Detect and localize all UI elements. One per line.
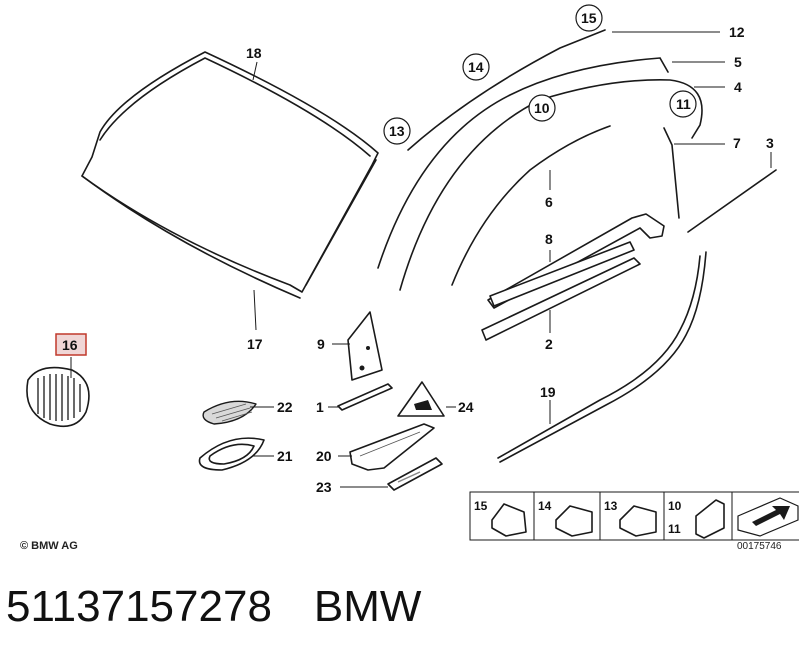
strip-1-part: [337, 383, 393, 411]
part-number: 51137157278: [6, 582, 272, 631]
caption: 51137157278 BMW: [6, 582, 796, 652]
callout-19: 19: [540, 384, 556, 400]
callout-24: 24: [458, 399, 474, 415]
frame-21-part: [198, 437, 265, 471]
legend-14: 14: [538, 499, 552, 513]
callout-2: 2: [545, 336, 553, 352]
reference-code: 00175746: [737, 541, 782, 552]
callout-8: 8: [545, 231, 553, 247]
callout-7: 7: [733, 135, 741, 151]
door-seal-19-inner: [499, 251, 707, 463]
windscreen-part: [81, 51, 379, 299]
callout-15: 15: [581, 10, 597, 26]
legend-11: 11: [668, 522, 681, 536]
callout-3: 3: [766, 135, 774, 151]
strip-3: [687, 169, 777, 233]
callout-10: 10: [534, 100, 550, 116]
callout-18: 18: [246, 45, 262, 61]
ring-11: [669, 90, 697, 118]
ring-15: [575, 4, 603, 32]
callout-21: 21: [277, 448, 293, 464]
mesh-grille-22-part: [202, 400, 257, 425]
leader-17: [253, 289, 257, 331]
arrow-icon: [752, 506, 790, 526]
callout-13: 13: [389, 123, 405, 139]
window-strip-8-part: [487, 213, 665, 309]
clip-15-icon: [491, 503, 527, 537]
callout-16: 16: [62, 337, 78, 353]
ring-10: [528, 94, 556, 122]
badge-23-part: [387, 457, 443, 491]
callout-9: 9: [317, 336, 325, 352]
callout-20: 20: [316, 448, 332, 464]
legend-13: 13: [604, 499, 618, 513]
callout-23: 23: [316, 479, 332, 495]
callout-5: 5: [734, 54, 742, 70]
callout-14: 14: [468, 59, 484, 75]
callout-6: 6: [545, 194, 553, 210]
leader-18: [252, 61, 258, 81]
kidney-grille-16-part: [26, 366, 90, 428]
copyright-text: © BMW AG: [20, 540, 78, 552]
rail-20-part: [349, 423, 435, 471]
callout-12: 12: [729, 24, 745, 40]
window-strip-2-part: [481, 257, 641, 341]
door-strip-6: [451, 125, 611, 286]
door-seal-19: [497, 255, 701, 459]
ring-13: [383, 117, 411, 145]
roof-strip-12: [407, 29, 606, 151]
parts-diagram: 18 17 12 5 4 7 3 15 14 10 11 13 6 8 2 19: [26, 4, 799, 541]
callout-1: 1: [316, 399, 324, 415]
clip-10-11-icon: [695, 499, 725, 539]
callout-22: 22: [277, 399, 293, 415]
callout-4: 4: [734, 79, 742, 95]
clip-legend: 15 14 13 10 11: [469, 491, 799, 541]
legend-10: 10: [668, 499, 682, 513]
clip-14-icon: [555, 505, 593, 537]
callout-11: 11: [676, 96, 691, 112]
legend-15: 15: [474, 499, 488, 513]
door-frame-strip-4: [399, 79, 703, 291]
corner-trim-9-part: [347, 311, 383, 381]
roof-strip-14: [377, 57, 669, 269]
ring-14: [462, 53, 490, 81]
clip-13-icon: [619, 505, 657, 537]
highlight-box-16: [55, 333, 87, 356]
warning-triangle-24-part: [397, 381, 445, 417]
brand-name: BMW: [313, 582, 422, 631]
callout-17: 17: [247, 336, 263, 352]
pillar-strip-7: [663, 127, 680, 219]
